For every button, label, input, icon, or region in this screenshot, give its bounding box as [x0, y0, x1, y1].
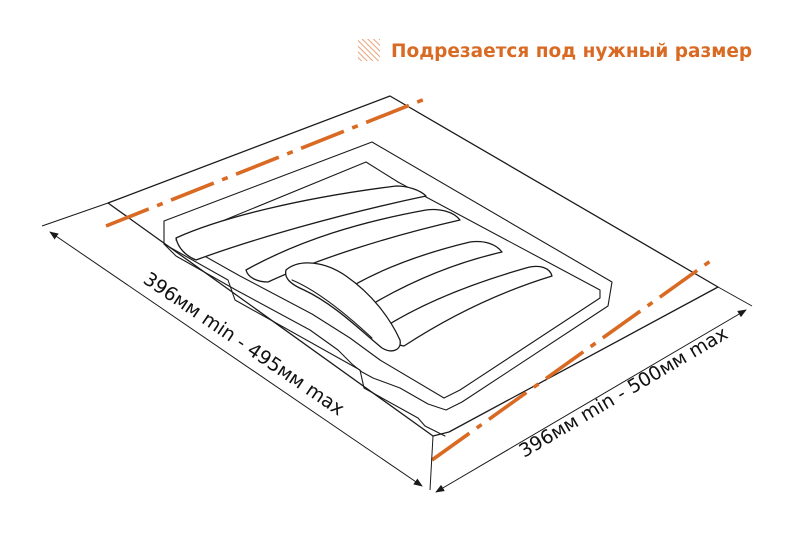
width-dimension-line	[435, 309, 747, 493]
hatched-square-icon	[358, 39, 380, 61]
extension-line-bottom-left	[429, 435, 434, 491]
extension-line-left	[41, 202, 109, 227]
legend: Подрезается под нужный размер	[358, 39, 752, 62]
length-dimension-line	[49, 231, 423, 487]
cut-line-top	[105, 95, 431, 228]
extension-line-right	[717, 286, 753, 307]
tray-wall-back	[175, 161, 399, 241]
legend-label: Подрезается под нужный размер	[391, 41, 752, 62]
